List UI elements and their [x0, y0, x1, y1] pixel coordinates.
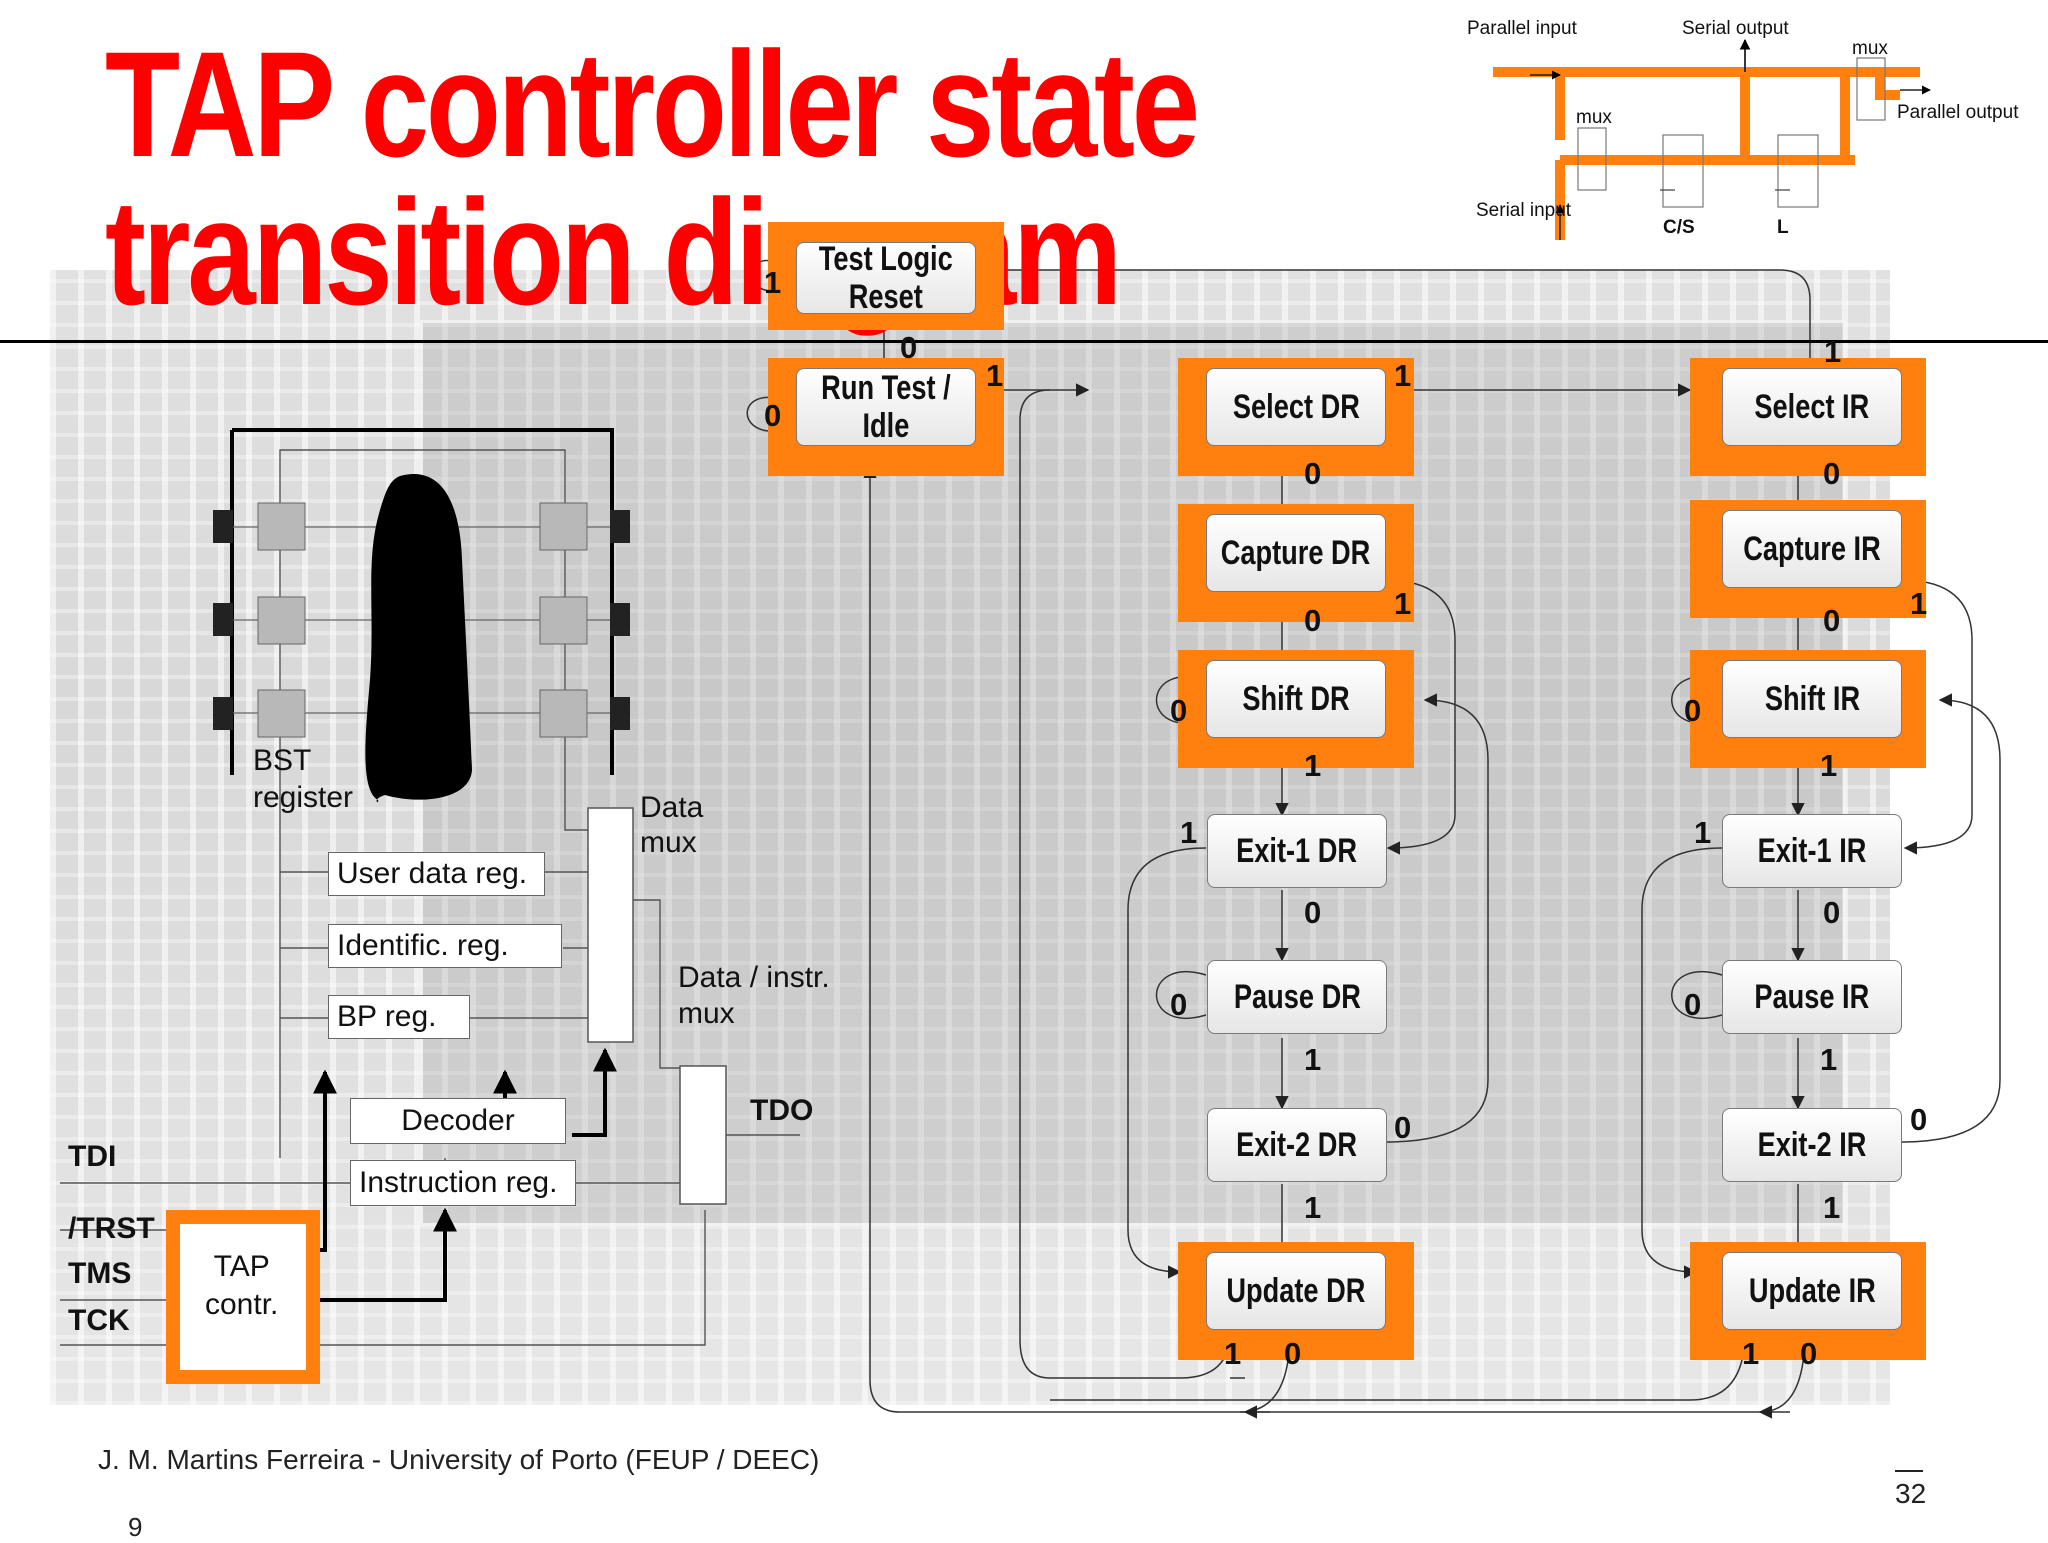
state-label: Exit-1 IR	[1757, 832, 1867, 870]
transition-bit: 0	[1284, 1336, 1302, 1371]
transition-bit: 1	[1304, 1190, 1322, 1225]
transition-bit: 1	[1823, 1190, 1841, 1225]
state-exit2-ir: Exit-2 IR	[1722, 1108, 1902, 1182]
state-exit1-dr: Exit-1 DR	[1207, 814, 1387, 888]
state-label: Exit-1 DR	[1236, 832, 1358, 870]
inset-parallel-output-label: Parallel output	[1897, 102, 2019, 123]
state-label: Shift DR	[1242, 680, 1350, 718]
inset-mux-top-label: mux	[1852, 38, 1888, 59]
tap-controller-label: TAP contr.	[205, 1250, 279, 1321]
state-exit2-dr: Exit-2 DR	[1207, 1108, 1387, 1182]
transition-bit: 0	[900, 330, 918, 365]
slide-number: 9	[128, 1512, 143, 1542]
state-label: Capture IR	[1743, 530, 1881, 568]
transition-bit: 1	[1394, 358, 1412, 393]
tdo-pin-label: TDO	[750, 1094, 814, 1127]
transition-bit: 1	[986, 358, 1004, 393]
transition-bit: 0	[1823, 603, 1841, 638]
data-mux-label: Data mux	[640, 791, 704, 859]
transition-bit: 1	[764, 265, 782, 300]
state-label: Update DR	[1226, 1272, 1366, 1310]
state-shift-ir: Shift IR	[1690, 650, 1926, 768]
state-shift-dr: Shift DR	[1178, 650, 1414, 768]
transition-bit: 1	[1742, 1336, 1760, 1371]
background-chip-die	[420, 320, 1846, 1226]
state-label: Exit-2 DR	[1236, 1126, 1358, 1164]
title-divider	[0, 340, 2048, 343]
identification-register: Identific. reg.	[328, 924, 562, 968]
transition-bit: 1	[1910, 586, 1928, 621]
transition-bit: 1	[1694, 815, 1712, 850]
inset-cs-label: C/S	[1663, 217, 1695, 238]
footer-author: J. M. Martins Ferreira - University of P…	[98, 1444, 820, 1475]
tms-pin-label: TMS	[68, 1257, 132, 1290]
state-label: Shift IR	[1764, 680, 1860, 718]
slide-title: TAP controller state transition diagram	[105, 20, 1200, 336]
state-label: Select IR	[1754, 388, 1870, 426]
transition-bit: 1	[1824, 334, 1842, 369]
state-exit1-ir: Exit-1 IR	[1722, 814, 1902, 888]
transition-bit: 0	[1800, 1336, 1818, 1371]
state-label: Test Logic Reset	[819, 240, 953, 316]
transition-bit: 0	[1304, 456, 1322, 491]
user-data-register: User data reg.	[328, 852, 545, 896]
transition-bit: 0	[1304, 603, 1322, 638]
data-instr-mux-label: Data / instr. mux	[678, 961, 830, 1030]
instruction-register: Instruction reg.	[350, 1160, 576, 1206]
transition-bit: 0	[1170, 693, 1188, 728]
transition-bit: 0	[1170, 987, 1188, 1022]
tck-pin-label: TCK	[68, 1304, 130, 1337]
bst-register-label: BST register	[253, 744, 354, 814]
trst-pin-label: /TRST	[68, 1212, 155, 1245]
transition-bit: 1	[1394, 586, 1412, 621]
transition-bit: 0	[1684, 987, 1702, 1022]
state-label: Run Test / Idle	[821, 369, 951, 445]
state-capture-dr: Capture DR	[1178, 504, 1414, 622]
state-label: Pause DR	[1233, 978, 1361, 1016]
transition-bit: 0	[1394, 1110, 1412, 1145]
state-label: Capture DR	[1221, 534, 1371, 572]
state-label: Update IR	[1748, 1272, 1876, 1310]
state-run-test-idle: Run Test / Idle	[768, 358, 1004, 476]
transition-bit: 1	[1180, 815, 1198, 850]
decoder-block: Decoder	[350, 1098, 566, 1144]
page-number: 32	[1895, 1478, 1927, 1509]
transition-bit: 0	[764, 398, 782, 433]
state-select-ir: Select IR	[1690, 358, 1926, 476]
inset-mux-left-label: mux	[1576, 107, 1612, 128]
transition-bit: 1	[1304, 748, 1322, 783]
state-test-logic-reset: Test Logic Reset	[768, 222, 1004, 330]
transition-bit: 0	[1823, 895, 1841, 930]
state-pause-ir: Pause IR	[1722, 960, 1902, 1034]
transition-bit: 1	[1224, 1336, 1242, 1371]
page-number-bar	[1895, 1470, 1923, 1472]
tdi-pin-label: TDI	[68, 1140, 117, 1173]
core-logic-blob	[365, 473, 472, 803]
transition-bit: 1	[1820, 1042, 1838, 1077]
state-update-dr: Update DR	[1178, 1242, 1414, 1360]
inset-serial-output-label: Serial output	[1682, 18, 1789, 39]
transition-bit: 0	[1910, 1102, 1928, 1137]
transition-bit: 1	[1820, 748, 1838, 783]
transition-bit: 1	[1304, 1042, 1322, 1077]
inset-serial-input-label: Serial input	[1476, 200, 1572, 221]
state-capture-ir: Capture IR	[1690, 500, 1926, 618]
transition-bit: 0	[1684, 693, 1702, 728]
state-pause-dr: Pause DR	[1207, 960, 1387, 1034]
inset-parallel-input-label: Parallel input	[1467, 18, 1577, 39]
state-select-dr: Select DR	[1178, 358, 1414, 476]
state-update-ir: Update IR	[1690, 1242, 1926, 1360]
state-label: Select DR	[1232, 388, 1360, 426]
transition-bit: 0	[1823, 456, 1841, 491]
state-label: Exit-2 IR	[1757, 1126, 1867, 1164]
state-label: Pause IR	[1754, 978, 1870, 1016]
bypass-register: BP reg.	[328, 995, 470, 1039]
inset-l-label: L	[1777, 217, 1789, 238]
transition-bit: 0	[1304, 895, 1322, 930]
